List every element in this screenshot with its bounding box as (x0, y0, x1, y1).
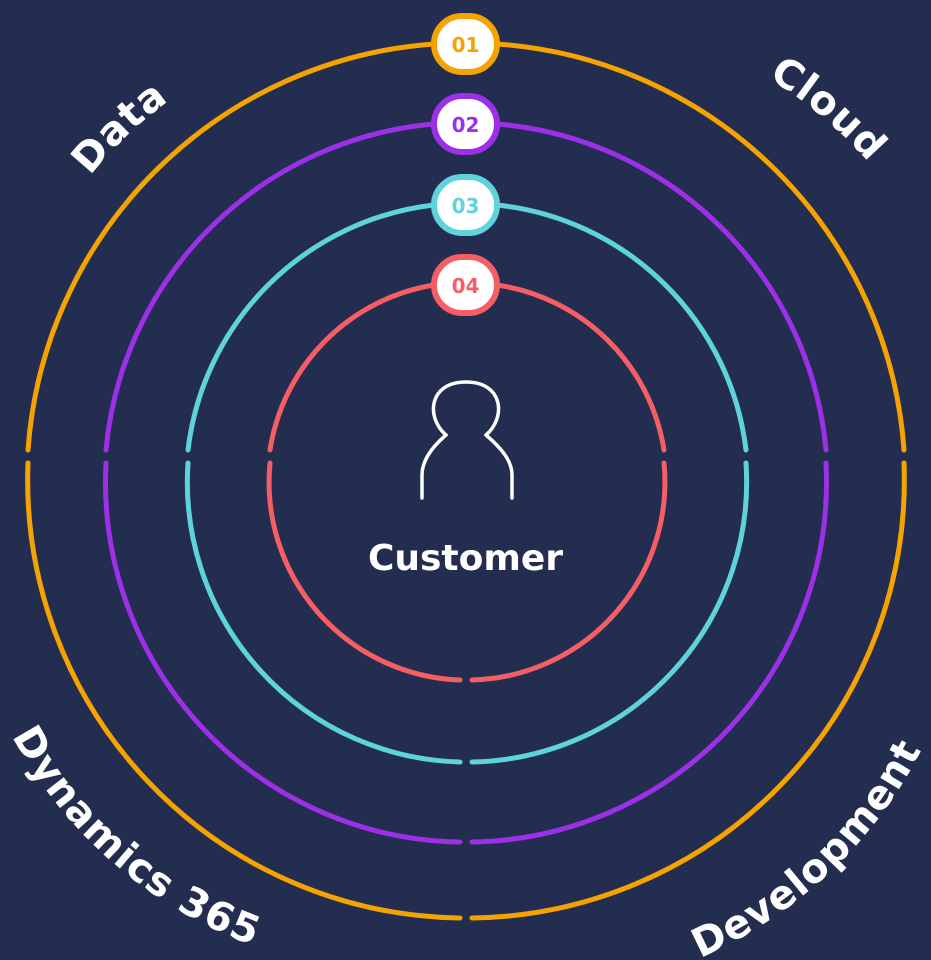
ring-03-top-right (494, 202, 749, 453)
ring-03 (184, 202, 750, 765)
badge-04: 04 (431, 254, 500, 316)
ring-01-bottom-right (469, 460, 907, 921)
ring-03-bottom-right (469, 460, 750, 765)
ring-04-bottom-right (469, 460, 668, 683)
ring-02-bottom-left (103, 460, 463, 845)
badge-02-label: 02 (452, 113, 480, 137)
ring-03-bottom-left (184, 460, 463, 765)
center-label: Customer (368, 538, 563, 579)
ring-04 (266, 282, 668, 683)
ring-02 (103, 121, 829, 845)
ring-04-top-right (494, 282, 667, 453)
ring-01-top-left (25, 41, 437, 453)
ring-03-top-left (185, 202, 437, 453)
badge-03-label: 03 (452, 194, 480, 218)
ring-02-bottom-right (469, 460, 829, 845)
badge-01-label: 01 (452, 33, 480, 57)
quadrant-label-cloud: Cloud (763, 48, 896, 170)
ring-04-bottom-left (266, 460, 463, 683)
ring-02-top-right (494, 121, 829, 453)
badge-04-label: 04 (452, 274, 480, 298)
ring-04-top-left (267, 282, 437, 453)
badge-01: 01 (431, 13, 500, 75)
ring-01 (25, 41, 907, 921)
ring-01-top-right (494, 41, 907, 453)
person-icon (420, 380, 514, 500)
quadrant-label-development: Development (684, 732, 930, 960)
badge-03: 03 (431, 174, 500, 236)
ring-02-top-left (103, 121, 437, 453)
ring-01-bottom-left (25, 460, 463, 921)
badge-02: 02 (431, 93, 500, 155)
